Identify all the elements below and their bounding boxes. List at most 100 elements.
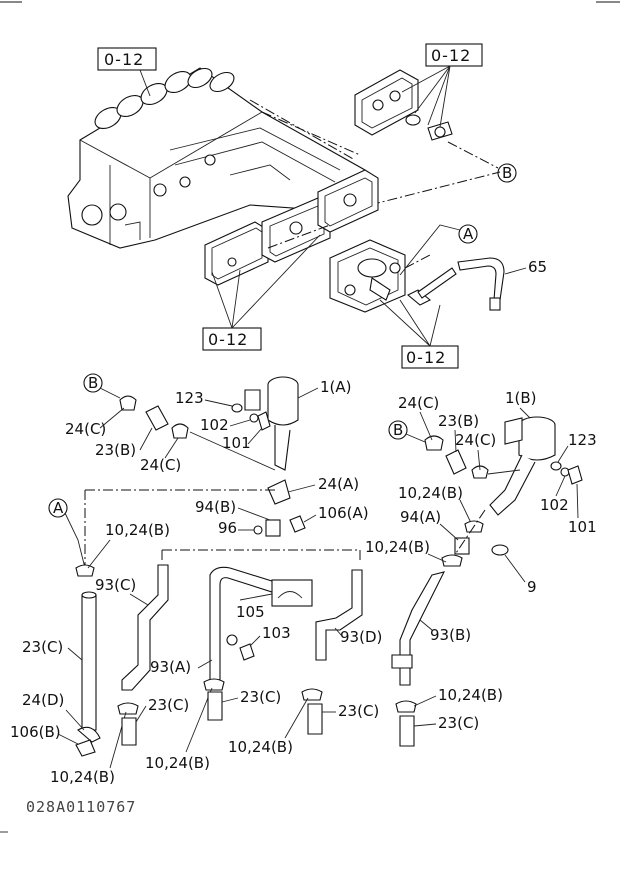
dash-to-b <box>447 141 499 169</box>
label-1024b-1: 10,24(B) <box>105 521 170 539</box>
leader-93c <box>129 593 149 606</box>
label-1024b-5: 10,24(B) <box>398 484 463 502</box>
label-123a: 123 <box>175 389 204 407</box>
label-93a: 93(A) <box>150 658 191 676</box>
leader-23b-b <box>454 429 457 453</box>
label-123b: 123 <box>568 431 597 449</box>
leader-block <box>139 69 151 97</box>
clamp-24c-2 <box>171 423 189 439</box>
leader-102b <box>555 475 566 497</box>
label-1024b-3: 10,24(B) <box>145 754 210 772</box>
leader-b-right <box>405 433 426 443</box>
label-102a: 102 <box>200 416 229 434</box>
clamp-24c-3 <box>424 435 444 451</box>
clamp-1024b-6 <box>441 554 463 567</box>
detail-clip-105 <box>277 591 303 599</box>
side-covers <box>204 169 379 286</box>
leader-24c-3 <box>419 411 433 441</box>
label-103: 103 <box>262 624 291 642</box>
ref-covers-left-label: 0-12 <box>208 330 248 349</box>
label-1024b-2: 10,24(B) <box>50 768 115 786</box>
ref-box-cover-top <box>425 43 483 67</box>
pipe-93a <box>209 566 276 691</box>
connector-b-left <box>83 373 103 393</box>
leader-cover-top <box>401 65 451 128</box>
hose-23c-long <box>81 594 97 731</box>
ref-box-block <box>97 47 157 71</box>
bracket-24a <box>267 479 291 505</box>
leader-a-left <box>64 512 86 569</box>
label-96: 96 <box>218 519 237 537</box>
label-93c: 93(C) <box>95 576 136 594</box>
dash-block-cover <box>249 99 361 161</box>
leader-1024b-4 <box>284 697 309 739</box>
pipe-93b <box>399 571 446 686</box>
leader-94a <box>439 523 459 541</box>
dash-a-left <box>84 489 275 565</box>
leader-24d <box>65 709 85 731</box>
label-23c-1: 23(C) <box>22 638 63 656</box>
label-102b: 102 <box>540 496 569 514</box>
hose-23b-b <box>445 449 467 475</box>
label-23b-a: 23(B) <box>95 441 136 459</box>
label-23c-5: 23(C) <box>438 714 479 732</box>
label-106a: 106(A) <box>318 504 369 522</box>
leader-94b <box>237 507 271 521</box>
dash-b-block <box>369 171 501 206</box>
label-1024b-4: 10,24(B) <box>228 738 293 756</box>
label-1024b-7: 10,24(B) <box>438 686 503 704</box>
hose-23c-e <box>399 715 415 747</box>
clamp-1024b-2 <box>117 702 139 715</box>
label-24c-3: 24(C) <box>398 394 439 412</box>
leader-sep-line <box>189 431 276 471</box>
washer-103 <box>226 634 238 646</box>
label-23c-2: 23(C) <box>148 696 189 714</box>
hose-23c-long-end <box>81 591 97 599</box>
label-24a: 24(A) <box>318 475 359 493</box>
leader-23c-2 <box>135 705 147 723</box>
leader-covers-left <box>211 234 321 329</box>
leader-sep-a <box>297 387 319 399</box>
leader-1024b-6 <box>427 553 447 563</box>
leader-sep-b <box>519 407 531 419</box>
connector-b-right-label: B <box>393 421 403 439</box>
hose-23c-b <box>121 717 137 746</box>
label-94a: 94(A) <box>400 508 441 526</box>
label-101b: 101 <box>568 518 597 536</box>
leader-106a <box>303 514 317 523</box>
label-101a: 101 <box>222 434 251 452</box>
clamp-1024b-1 <box>75 564 95 577</box>
label-106b: 106(B) <box>10 723 61 741</box>
leader-b-left <box>99 387 121 399</box>
clamp-24c-1 <box>119 395 137 411</box>
clamp-1024b-7 <box>395 700 417 713</box>
leader-24c-4 <box>477 449 481 471</box>
label-24c-1: 24(C) <box>65 420 106 438</box>
washer-102a <box>249 413 259 423</box>
label-105: 105 <box>236 603 265 621</box>
ref-cover-top-label: 0-12 <box>431 46 471 65</box>
leader-23c-5 <box>413 723 437 727</box>
leader-23b-a <box>139 427 153 451</box>
leader-93b <box>419 619 433 631</box>
collar-94b <box>265 519 281 537</box>
side-cover-assembly <box>354 69 453 141</box>
leader-1024b-7 <box>413 695 437 707</box>
oring-9 <box>491 544 509 556</box>
dash-1b <box>449 509 486 563</box>
ref-covers-right-label: 0-12 <box>406 348 446 367</box>
leader-a-top <box>399 224 461 276</box>
leader-101a <box>247 427 263 445</box>
bolt-106a <box>289 515 306 533</box>
hose-23c-d <box>307 703 323 735</box>
leader-101b <box>576 483 579 519</box>
clamp-1024b-3 <box>203 678 225 691</box>
label-1024b-6: 10,24(B) <box>365 538 430 556</box>
separator-1b <box>489 416 556 516</box>
oil-cooler-assembly <box>329 239 406 313</box>
label-23c-3: 23(C) <box>240 688 281 706</box>
label-24d: 24(D) <box>22 691 64 709</box>
clamp-1024b-4 <box>301 688 323 701</box>
label-sep-a: 1(A) <box>320 378 352 396</box>
